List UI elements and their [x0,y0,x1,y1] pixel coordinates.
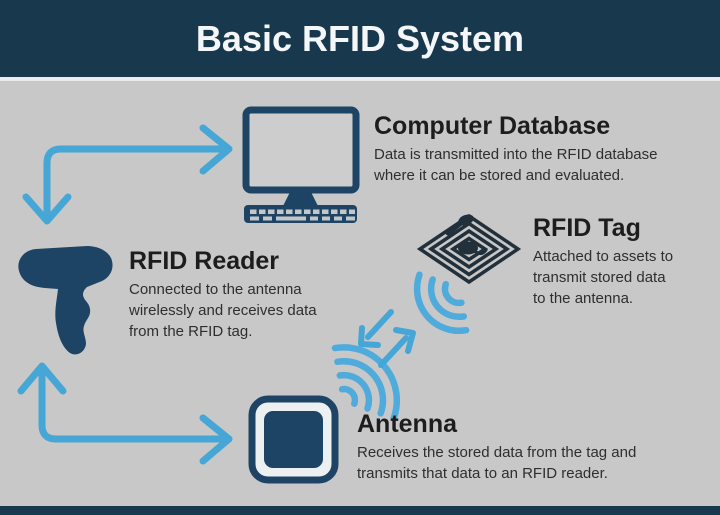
antenna-description: Receives the stored data from the tag an… [357,444,637,482]
arrow-reader-antenna [17,362,233,465]
rfid-tag-label: RFID Tag [533,214,641,242]
computer-database-section: Computer Database Data is transmitted in… [374,112,694,186]
title-divider [0,77,720,81]
arrow-tag-to-antenna [358,309,394,348]
arrow-reader-computer [22,124,233,225]
computer-database-description: Data is transmitted into the RFID databa… [374,146,658,184]
rfid-tag-section: RFID Tag Attached to assets to transmit … [533,214,713,309]
tag-signal-waves-icon [413,271,470,334]
rfid-reader-label: RFID Reader [129,247,280,275]
title-bar: Basic RFID System [0,0,720,77]
keyboard-keys [250,209,355,221]
rfid-reader-icon [18,246,113,355]
antenna-label: Antenna [357,410,457,438]
footer-bar [0,506,720,515]
antenna-signal-waves-icon [331,344,401,422]
rfid-reader-description: Connected to the antenna wirelessly and … [129,281,317,340]
computer-database-icon [242,106,360,223]
page-title: Basic RFID System [195,17,525,59]
antenna-icon [248,395,339,484]
arrow-antenna-to-tag [378,327,416,368]
antenna-section: Antenna Receives the stored data from th… [357,410,687,484]
rfid-tag-icon [416,213,522,285]
rfid-reader-section: RFID Reader Connected to the antenna wir… [129,247,374,342]
rfid-tag-description: Attached to assets to transmit stored da… [533,248,674,307]
computer-database-label: Computer Database [374,112,611,140]
